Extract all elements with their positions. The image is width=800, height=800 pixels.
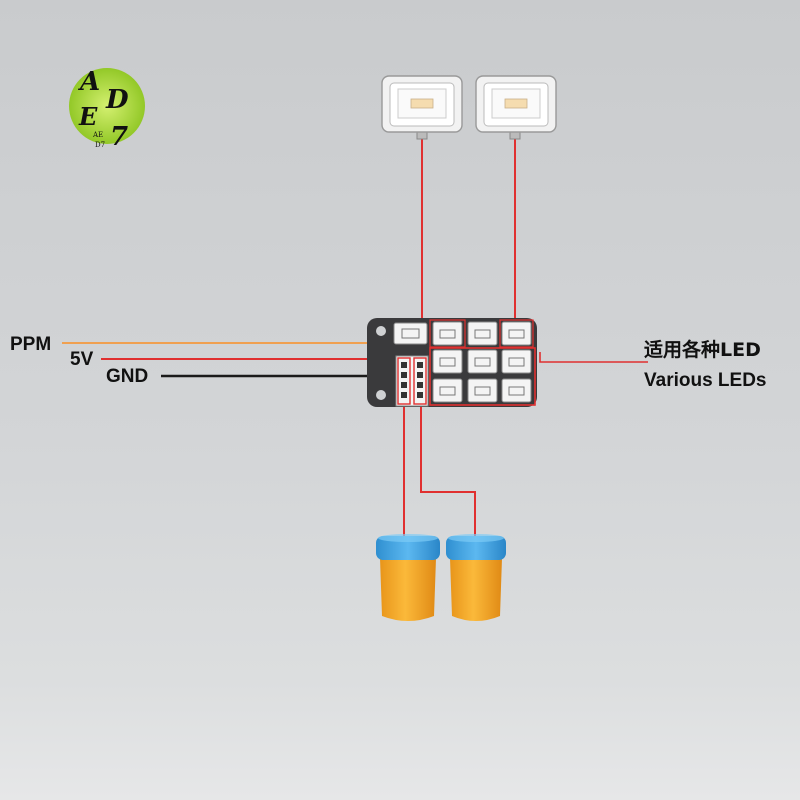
logo-letter-e: E <box>78 102 98 131</box>
output-connectors <box>432 321 532 403</box>
output-label-chinese: 适用各种LED <box>644 339 761 361</box>
connector-highlight-1 <box>429 319 466 348</box>
logo-small-text-d7: D7 <box>95 141 105 149</box>
bottom-lamp-2-wire <box>420 395 476 540</box>
logo-disc <box>69 68 145 144</box>
connector-r2c3 <box>501 349 532 374</box>
logo-letter-a: A <box>77 67 100 97</box>
connector-r3c3 <box>501 378 532 403</box>
led-spotlight-2 <box>475 75 557 140</box>
connector-highlight-2 <box>499 319 534 348</box>
pin-header <box>395 355 429 407</box>
ppm-label: PPM <box>10 334 52 355</box>
connector-r1c1 <box>432 321 463 346</box>
connector-r2c1 <box>432 349 463 374</box>
connector-r2c2 <box>467 349 498 374</box>
led-spotlight-1 <box>381 75 463 140</box>
logo-letter-d: D <box>105 85 129 115</box>
bottom-lamp-1 <box>376 534 440 621</box>
gnd-label: GND <box>106 366 149 387</box>
logo-letter-7: 7 <box>110 122 128 152</box>
controller-board <box>367 318 537 407</box>
mounting-hole-top <box>376 326 386 336</box>
brand-logo: A D E 7 AE D7 <box>69 67 145 152</box>
wires <box>62 138 648 540</box>
connector-r1c3 <box>501 321 532 346</box>
input-connector <box>393 322 428 345</box>
connector-r3c2 <box>467 378 498 403</box>
logo-small-text-ae: AE <box>92 131 103 139</box>
mounting-hole-bottom <box>376 390 386 400</box>
5v-label: 5V <box>70 349 94 370</box>
output-label-english: Various LEDs <box>644 370 767 391</box>
bottom-lamp-2 <box>446 534 506 621</box>
output-highlight-box <box>429 347 536 406</box>
connector-r1c2 <box>467 321 498 346</box>
connector-r3c1 <box>432 378 463 403</box>
output-leader-wire <box>539 352 648 363</box>
